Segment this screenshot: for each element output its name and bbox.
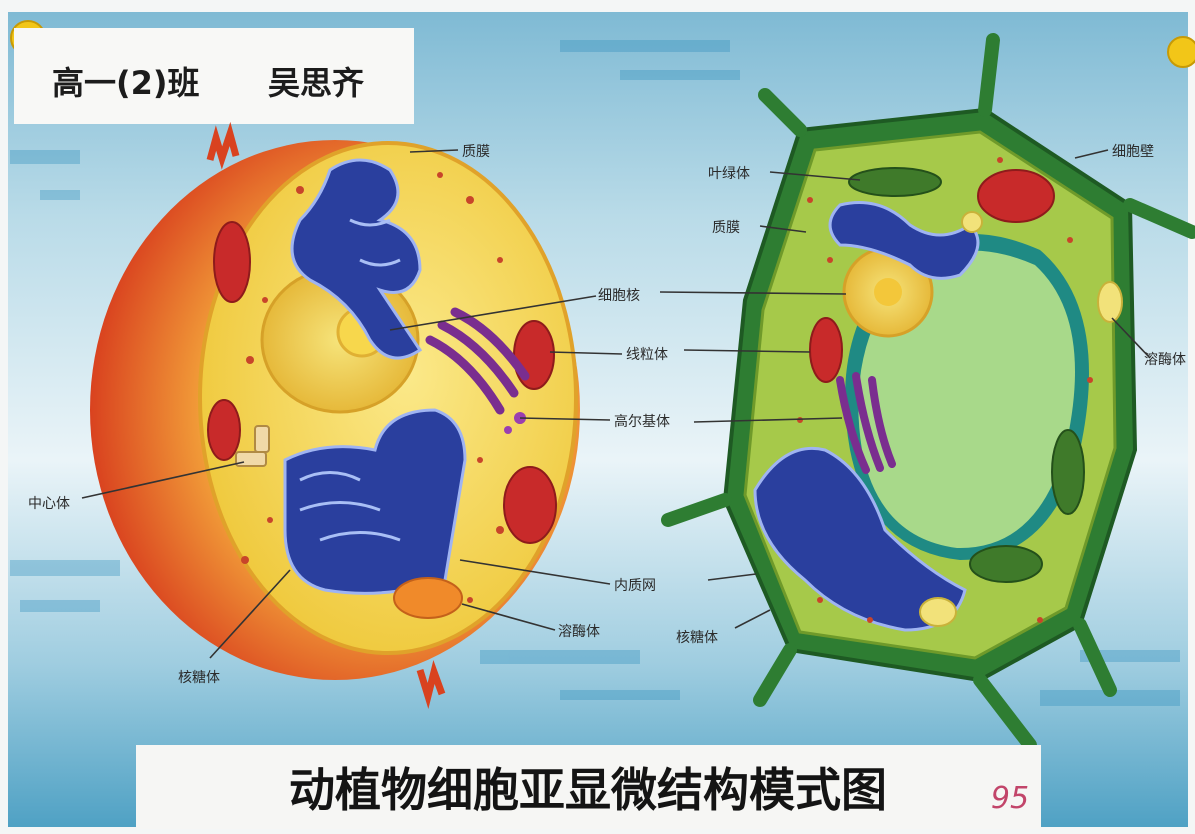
label-plant-cell-wall: 细胞壁 <box>1112 144 1154 160</box>
label-animal-lysosome: 溶酶体 <box>558 624 600 640</box>
label-plant-ribosome: 核糖体 <box>676 630 718 646</box>
label-plant-lysosome: 溶酶体 <box>1144 352 1186 368</box>
label-animal-ribosome: 核糖体 <box>178 670 220 686</box>
animal-centrosome <box>236 452 266 466</box>
label-animal-nucleus: 细胞核 <box>598 288 640 304</box>
poster-title: 动植物细胞亚显微结构模式图 <box>289 763 887 817</box>
pushpin-top-right <box>1168 37 1195 67</box>
grade-mark: 95 <box>991 781 1029 816</box>
label-plant-membrane: 质膜 <box>712 220 740 236</box>
label-plant-chloroplast: 叶绿体 <box>708 166 750 182</box>
label-animal-mitochondria: 线粒体 <box>626 347 668 363</box>
animal-lysosome <box>394 578 462 618</box>
label-animal-er: 内质网 <box>614 578 656 594</box>
student-name: 吴思齐 <box>268 64 364 102</box>
label-animal-golgi: 高尔基体 <box>614 413 670 430</box>
label-animal-membrane: 质膜 <box>462 144 490 160</box>
label-animal-centrosome: 中心体 <box>28 496 70 512</box>
class-name: 高一(2)班 <box>52 64 200 102</box>
